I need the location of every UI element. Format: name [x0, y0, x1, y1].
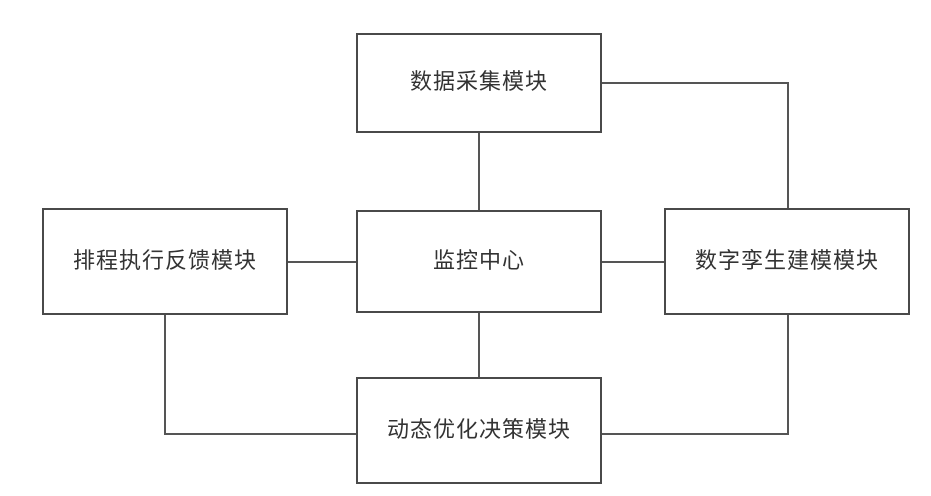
connector-twin-optimize: [602, 315, 788, 434]
dynamic-optimization-module-label: 动态优化决策模块: [387, 414, 571, 448]
monitoring-center-label: 监控中心: [433, 245, 525, 279]
connector-schedule-optimize: [165, 315, 356, 434]
monitoring-center-box: 监控中心: [356, 210, 602, 313]
digital-twin-module-label: 数字孪生建模模块: [695, 245, 879, 279]
dynamic-optimization-module-box: 动态优化决策模块: [356, 377, 602, 484]
schedule-feedback-module-label: 排程执行反馈模块: [73, 245, 257, 279]
data-collection-module-box: 数据采集模块: [356, 33, 602, 133]
digital-twin-module-box: 数字孪生建模模块: [664, 208, 910, 315]
schedule-feedback-module-box: 排程执行反馈模块: [42, 208, 288, 315]
data-collection-module-label: 数据采集模块: [410, 66, 548, 100]
connector-data-twin: [602, 83, 788, 208]
